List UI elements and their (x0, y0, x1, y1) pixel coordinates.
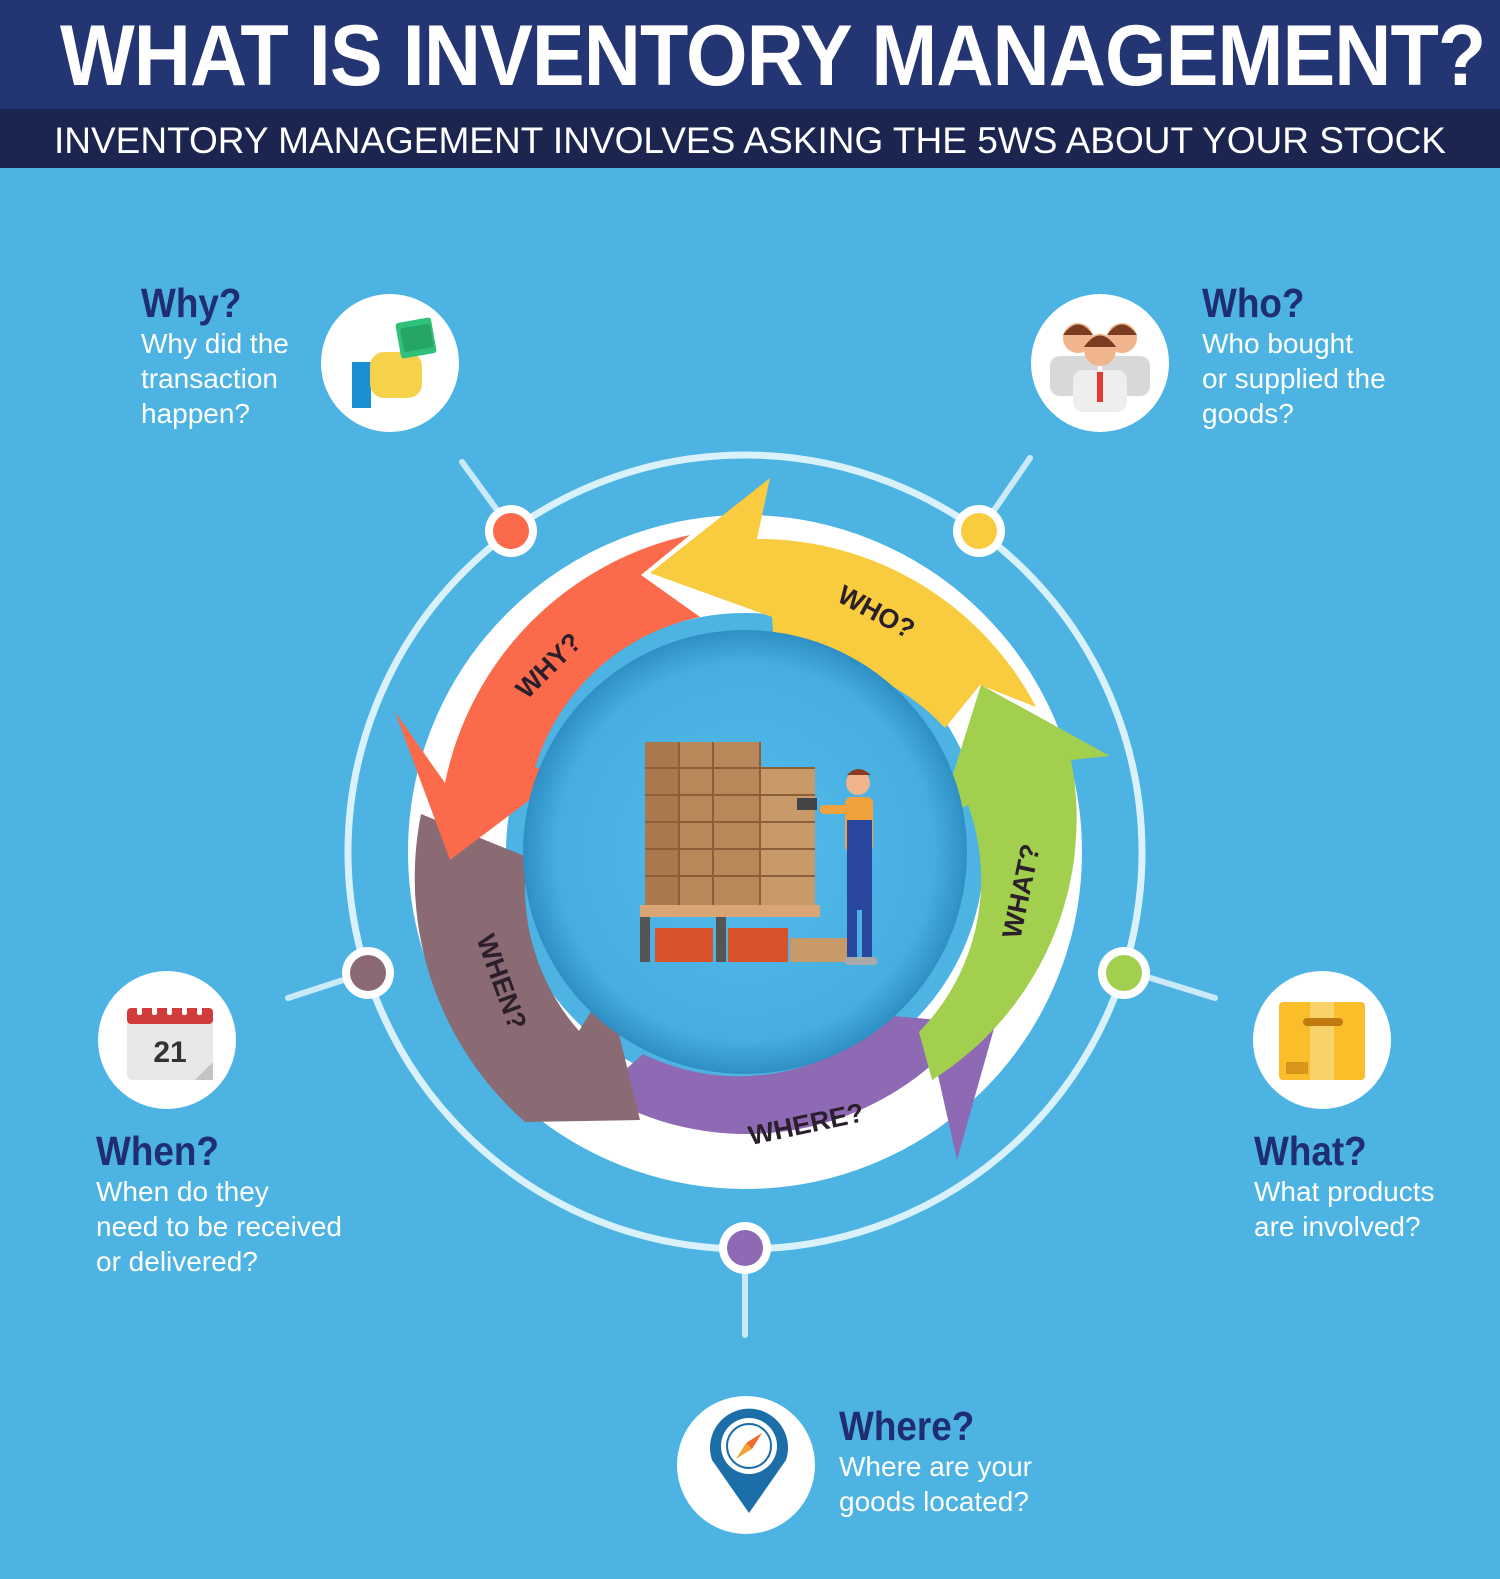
what-title: What? (1254, 1128, 1367, 1174)
ring-dots (342, 505, 1150, 1274)
who-dot-fill (961, 513, 997, 549)
why-title: Why? (141, 280, 242, 326)
when-arrow (414, 814, 640, 1122)
what-arrow (919, 685, 1110, 1080)
calendar-day: 21 (153, 1036, 186, 1069)
money-hand-icon (352, 317, 437, 408)
where-text: Where are your goods located? (839, 1449, 1032, 1519)
who-title: Who? (1202, 280, 1305, 326)
where-text-line: goods located? (839, 1486, 1029, 1517)
when-text-line: or delivered? (96, 1246, 258, 1277)
page-subtitle: INVENTORY MANAGEMENT INVOLVES ASKING THE… (54, 120, 1446, 161)
why-text-line: happen? (141, 398, 251, 429)
where-dot-fill (727, 1230, 763, 1266)
who-block: Who? Who bought or supplied the goods? (1202, 280, 1386, 431)
why-arrow (395, 535, 700, 860)
people-icon (1050, 323, 1150, 412)
location-pin-compass-icon (709, 1408, 788, 1513)
page-title: WHAT IS INVENTORY MANAGEMENT? (60, 8, 1486, 104)
why-dot-fill (493, 513, 529, 549)
where-arrow (599, 1013, 995, 1160)
subtitle-bar (0, 109, 1500, 168)
warehouse-worker-scanning-boxes-icon (640, 742, 877, 965)
where-title: Where? (839, 1403, 975, 1449)
why-block: Why? Why did the transaction happen? (141, 280, 289, 431)
why-text-line: transaction (141, 363, 278, 394)
who-text-line: Who bought (1202, 328, 1353, 359)
who-text-line: or supplied the (1202, 363, 1386, 394)
when-text-line: need to be received (96, 1211, 342, 1242)
who-text: Who bought or supplied the goods? (1202, 326, 1386, 431)
where-text-line: Where are your (839, 1451, 1032, 1482)
where-block: Where? Where are your goods located? (839, 1403, 1032, 1519)
calendar-icon: 21 (127, 1003, 213, 1080)
package-box-icon (1279, 1002, 1365, 1080)
when-text-line: When do they (96, 1176, 269, 1207)
why-text: Why did the transaction happen? (141, 326, 289, 431)
what-dot-fill (1106, 955, 1142, 991)
what-block: What? What products are involved? (1254, 1128, 1435, 1244)
what-text-line: are involved? (1254, 1211, 1421, 1242)
who-text-line: goods? (1202, 398, 1294, 429)
when-title: When? (96, 1128, 219, 1174)
when-text: When do they need to be received or deli… (96, 1174, 342, 1279)
who-arrow (650, 478, 1036, 728)
why-text-line: Why did the (141, 328, 289, 359)
when-block: When? When do they need to be received o… (96, 1128, 342, 1279)
what-text: What products are involved? (1254, 1174, 1435, 1244)
when-dot-fill (350, 955, 386, 991)
what-text-line: What products (1254, 1176, 1435, 1207)
